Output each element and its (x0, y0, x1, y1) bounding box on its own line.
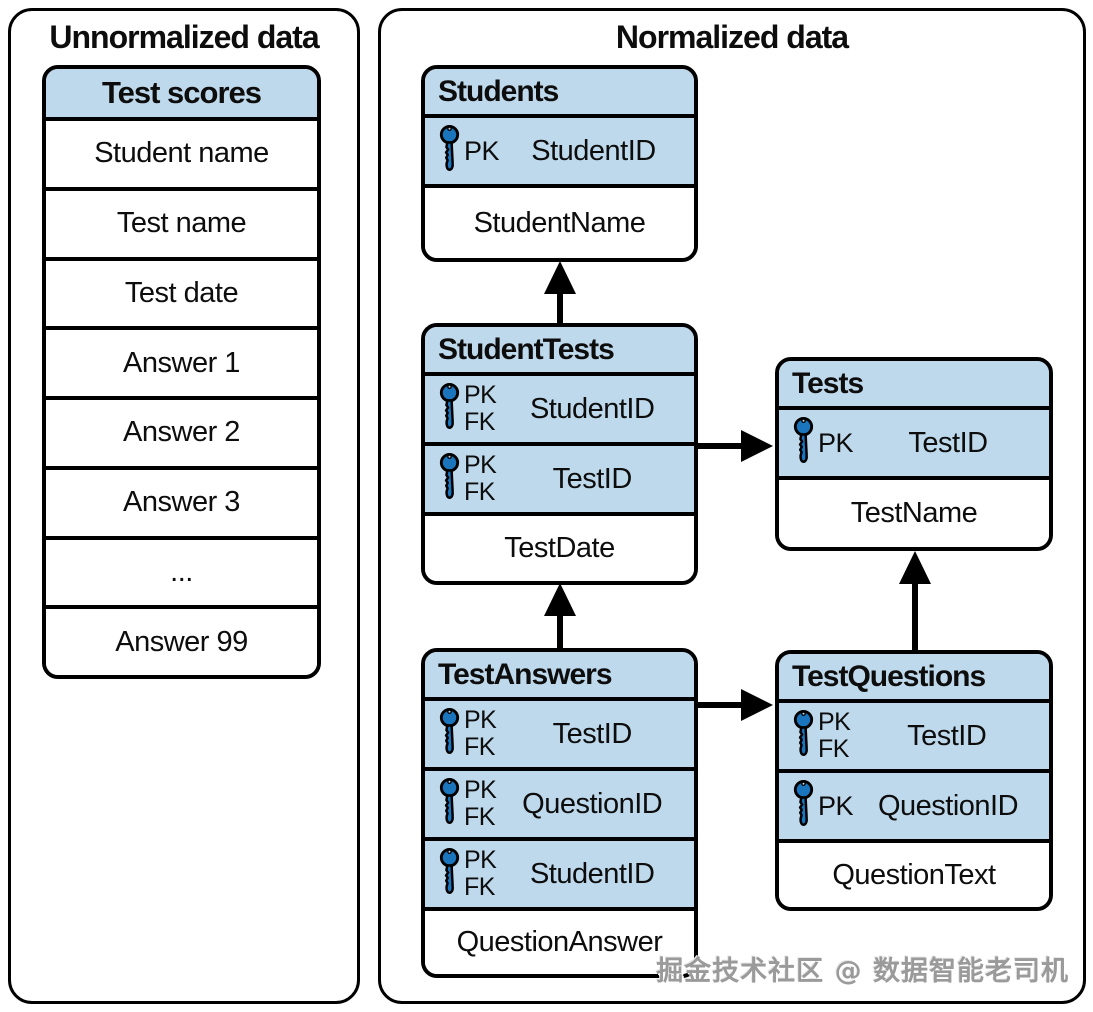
field-name: StudentID (529, 392, 655, 425)
key-icon (434, 846, 464, 902)
table-row: StudentName (425, 188, 694, 258)
pk-label: PK (464, 776, 497, 804)
table-row: Test name (46, 190, 317, 261)
watermark: 掘金技术社区 @ 数据智能老司机 (656, 956, 1069, 987)
table-row: PK FK StudentID (425, 376, 694, 446)
arrow-testanswers-to-testquestions (697, 689, 773, 721)
arrow-studenttests-to-students (544, 261, 576, 325)
field-name: TestID (908, 426, 988, 459)
table-header: StudentTests (425, 327, 694, 376)
table-row-ellipsis: ... (46, 539, 317, 610)
table-row: Test date (46, 260, 317, 331)
table-row: Answer 2 (46, 400, 317, 470)
key-icon (434, 125, 464, 177)
field-name: QuestionText (832, 858, 996, 891)
table-row: TestDate (425, 516, 694, 581)
unnormalized-panel: Unnormalized data Test scores Student na… (8, 8, 360, 1004)
arrow-testanswers-to-studenttests (544, 583, 576, 650)
field-name: StudentID (531, 134, 656, 167)
key-icon (788, 780, 818, 832)
key-labels: PK FK (464, 381, 497, 436)
pk-label: PK (818, 790, 854, 821)
pk-label: PK (464, 135, 500, 166)
key-icon (788, 708, 818, 764)
normalized-panel: Normalized data Students PK StudentID St… (378, 8, 1086, 1004)
table-row: PK FK StudentID (425, 841, 694, 911)
tests-table: Tests PK TestID TestName (775, 357, 1053, 551)
field-name: QuestionID (522, 787, 663, 820)
field-name: QuestionID (877, 789, 1019, 822)
arrow-testquestions-to-tests (899, 551, 931, 652)
field-name: TestDate (504, 532, 615, 564)
pk-label: PK (464, 381, 497, 409)
normalized-title: Normalized data (615, 19, 849, 55)
field-name: TestID (552, 717, 633, 750)
table-row: PK FK QuestionID (425, 771, 694, 841)
key-labels: PK FK (818, 708, 851, 763)
table-header: Students (425, 69, 694, 118)
key-icon (434, 776, 464, 832)
field-name: TestID (552, 462, 633, 495)
field-name: TestName (850, 497, 978, 529)
pk-label: PK (818, 427, 854, 458)
fk-label: FK (464, 733, 495, 761)
table-row: Answer 99 (46, 609, 317, 675)
fk-label: FK (464, 478, 495, 506)
key-icon (788, 417, 818, 469)
fk-label: FK (464, 408, 495, 436)
studenttests-table: StudentTests PK FK StudentID (421, 323, 698, 585)
unnormalized-title: Unnormalized data (49, 19, 319, 55)
table-row: PK FK TestID (779, 703, 1049, 773)
table-row: Answer 3 (46, 469, 317, 540)
key-labels: PK FK (464, 451, 497, 506)
table-row: PK StudentID (425, 118, 694, 188)
testquestions-table: TestQuestions PK FK TestID (775, 650, 1053, 911)
table-row: PK FK TestID (425, 446, 694, 516)
pk-label: PK (464, 451, 497, 479)
field-name: QuestionAnswer (456, 926, 663, 958)
key-icon (434, 451, 464, 507)
field-name: TestID (907, 719, 987, 752)
fk-label: FK (464, 803, 495, 831)
test-scores-table: Test scores Student name Test name Test … (42, 65, 321, 679)
pk-label: PK (464, 706, 497, 734)
key-icon (434, 381, 464, 437)
key-labels: PK FK (464, 706, 497, 761)
table-row: PK TestID (779, 410, 1049, 480)
table-row: Student name (46, 121, 317, 191)
field-name: StudentID (529, 857, 655, 890)
table-header: TestQuestions (779, 654, 1049, 703)
fk-label: FK (464, 873, 495, 901)
key-icon (434, 706, 464, 762)
table-header: TestAnswers (425, 652, 694, 701)
table-row: Answer 1 (46, 330, 317, 400)
key-labels: PK FK (464, 846, 497, 901)
table-header: Test scores (46, 69, 317, 121)
table-row: TestName (779, 480, 1049, 547)
fk-label: FK (818, 735, 849, 763)
table-header: Tests (779, 361, 1049, 410)
pk-label: PK (818, 708, 851, 736)
table-row: QuestionText (779, 843, 1049, 907)
testanswers-table: TestAnswers PK FK TestID (421, 648, 698, 978)
arrow-studenttests-to-tests (697, 430, 773, 462)
table-row: PK FK TestID (425, 701, 694, 771)
pk-label: PK (464, 846, 497, 874)
students-table: Students PK StudentID StudentName (421, 65, 698, 262)
key-labels: PK FK (464, 776, 497, 831)
table-row: QuestionAnswer (425, 911, 694, 974)
table-row: PK QuestionID (779, 773, 1049, 843)
field-name: StudentName (473, 206, 646, 239)
